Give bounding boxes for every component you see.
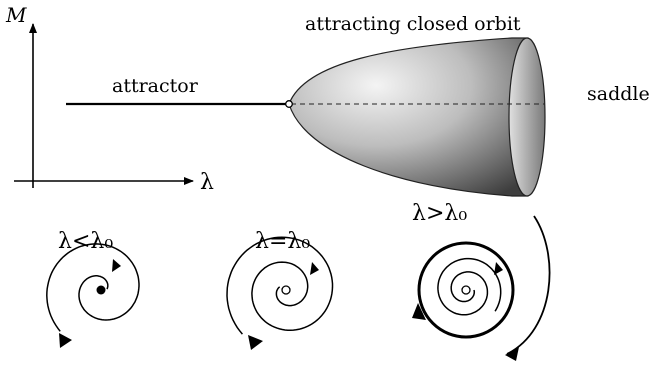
arrow-critical-outer	[248, 335, 263, 350]
fixed-point-unstable	[462, 286, 470, 294]
attractor-label: attractor	[112, 75, 199, 97]
phase-portrait-critical: λ=λ₀	[227, 229, 333, 350]
saddle-label: saddle	[587, 83, 650, 105]
closed-orbit-label: attracting closed orbit	[305, 13, 521, 35]
arrow-critical-inner	[310, 262, 319, 275]
arrow-stable-outer	[59, 333, 72, 348]
arrow-stable-inner	[112, 259, 121, 272]
bifurcation-point	[286, 101, 293, 108]
trajectory-unstable-spiral	[438, 259, 501, 315]
m-axis-label: M	[5, 3, 27, 27]
trajectory-stable-spiral	[47, 244, 139, 331]
cone-mouth	[509, 38, 545, 196]
phase-portrait-limit-cycle: λ>λ₀	[412, 201, 550, 361]
panel-label-limit-cycle: λ>λ₀	[412, 201, 467, 226]
fixed-point-critical	[282, 286, 290, 294]
closed-orbit-cone	[286, 38, 545, 196]
phase-portrait-stable: λ<λ₀	[47, 229, 139, 348]
arrow-outer-approach	[505, 347, 519, 361]
panel-label-stable: λ<λ₀	[58, 229, 113, 254]
fixed-point-stable	[97, 286, 106, 295]
lambda-axis-label: λ	[200, 170, 214, 195]
arrow-limit-cycle-inner	[494, 262, 503, 275]
